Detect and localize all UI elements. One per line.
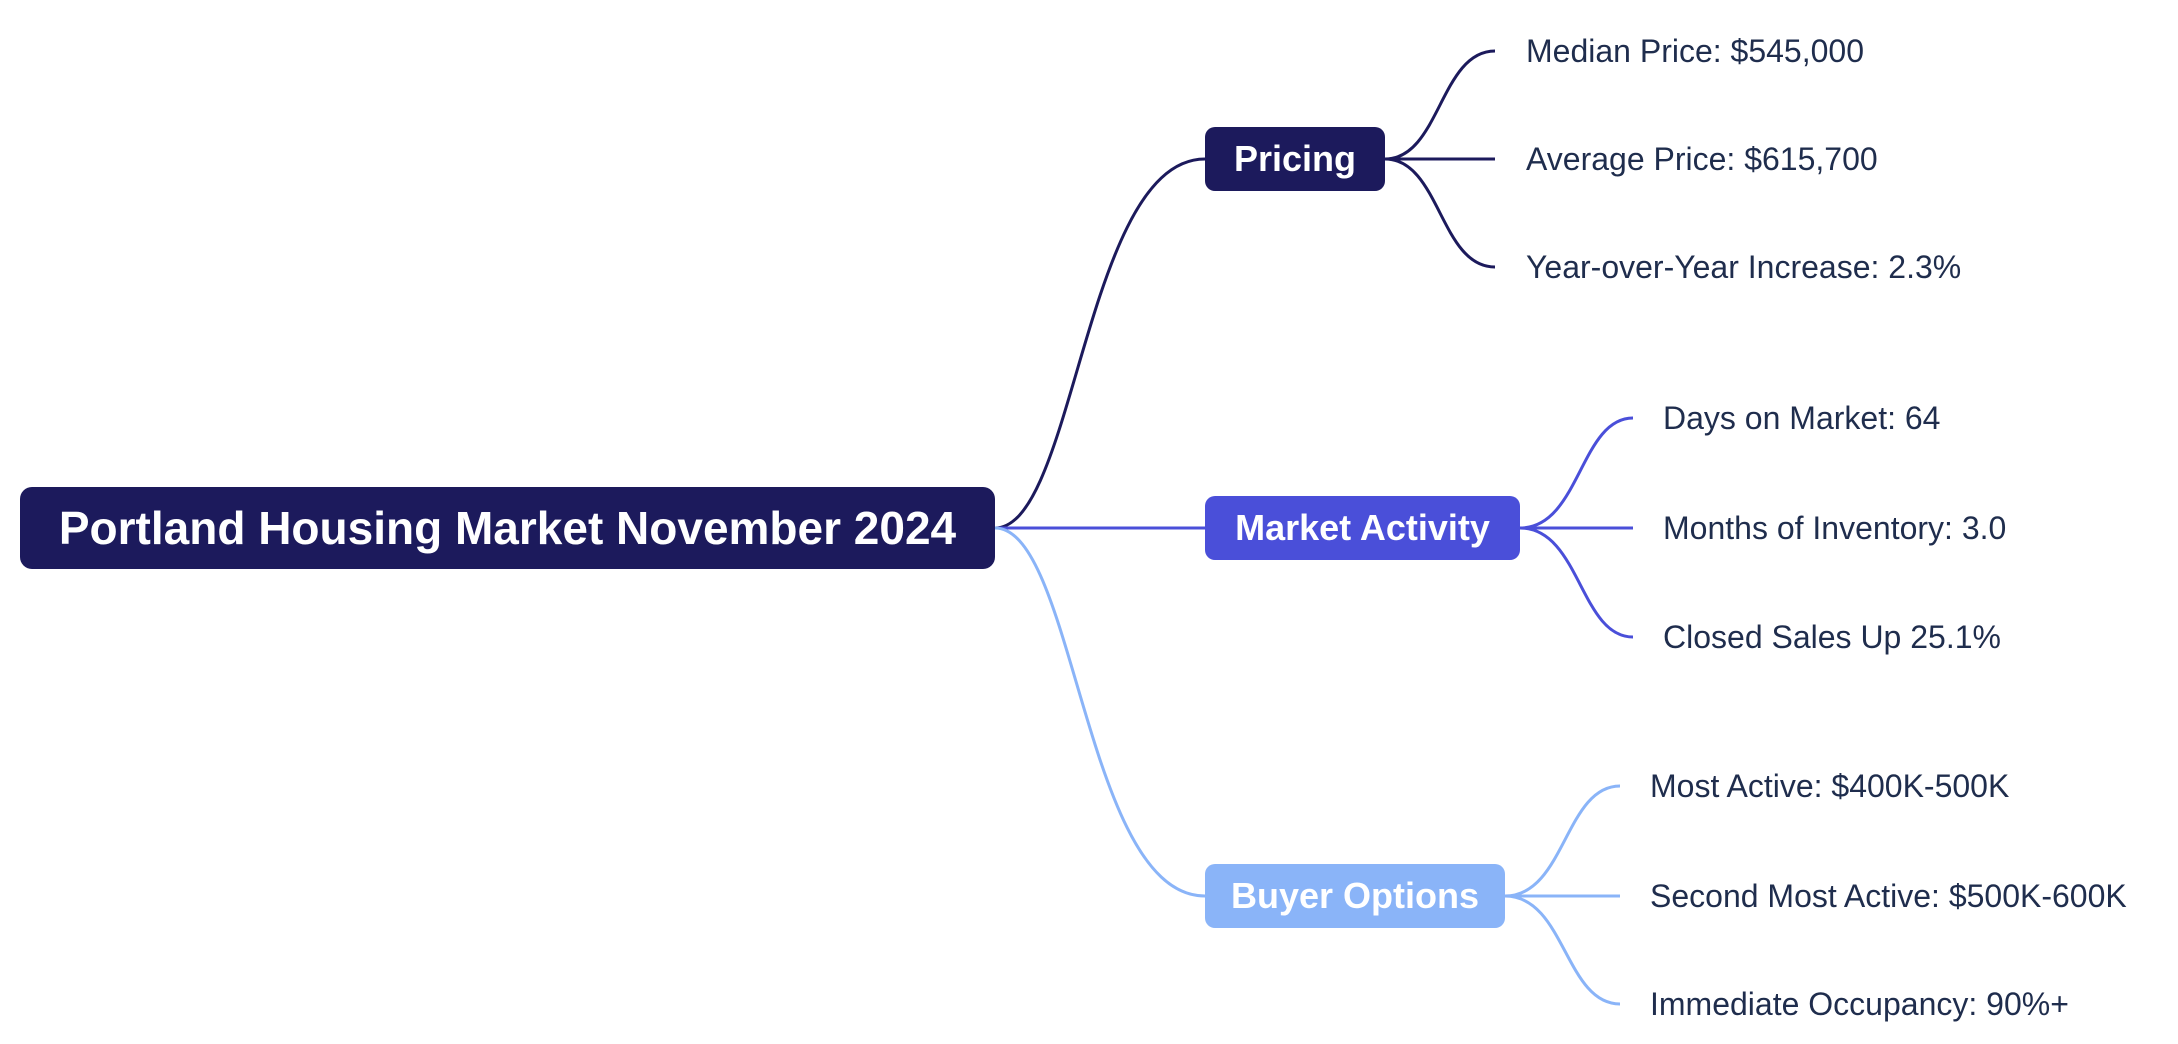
leaf-node-most-active[interactable]: Most Active: $400K-500K [1650, 768, 2010, 804]
branch-node-market-activity[interactable]: Market Activity [1205, 496, 1520, 560]
connector-pricing-item-3 [1384, 157, 1496, 269]
connector-buyer-options-item-1 [1504, 784, 1621, 898]
leaf-node-days-on-market[interactable]: Days on Market: 64 [1663, 400, 1941, 436]
leaf-node-median-price[interactable]: Median Price: $545,000 [1526, 33, 1864, 69]
connector-market-activity-item-3 [1519, 526, 1634, 639]
branch-node-buyer-options[interactable]: Buyer Options [1205, 864, 1505, 928]
connector-pricing-item-1 [1384, 49, 1496, 161]
branch-node-pricing[interactable]: Pricing [1205, 127, 1385, 191]
leaf-node-second-most-active[interactable]: Second Most Active: $500K-600K [1650, 878, 2127, 914]
leaf-node-immediate-occupancy[interactable]: Immediate Occupancy: 90%+ [1650, 986, 2069, 1022]
leaf-node-months-of-inventory[interactable]: Months of Inventory: 3.0 [1663, 510, 2007, 546]
leaf-node-average-price[interactable]: Average Price: $615,700 [1526, 141, 1878, 177]
connector-root-buyer-options [994, 526, 1206, 898]
root-topic-node[interactable]: Portland Housing Market November 2024 [20, 487, 995, 569]
connector-buyer-options-item-3 [1504, 894, 1621, 1006]
leaf-node-closed-sales[interactable]: Closed Sales Up 25.1% [1663, 619, 2001, 655]
leaf-node-yoy-increase[interactable]: Year-over-Year Increase: 2.3% [1526, 249, 1962, 285]
connector-market-activity-item-1 [1519, 416, 1634, 530]
connector-root-pricing [994, 157, 1206, 530]
